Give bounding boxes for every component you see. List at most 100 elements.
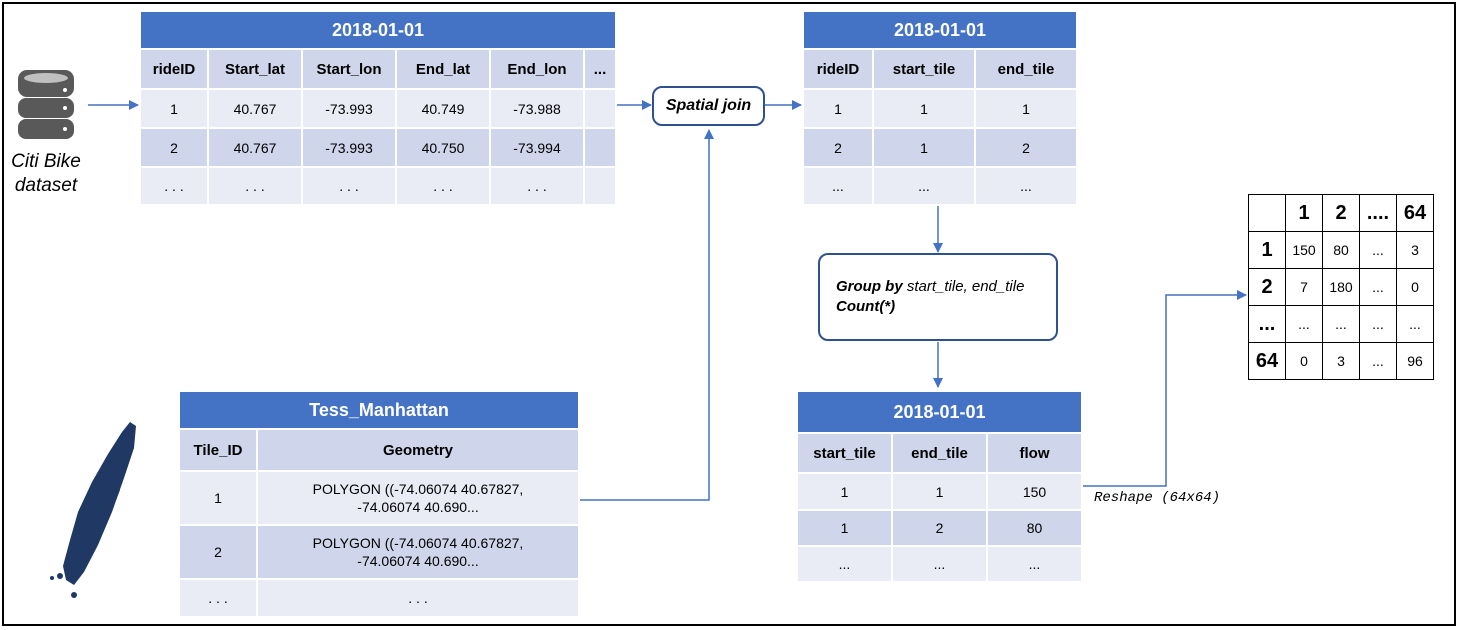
table-cell: 40.750 xyxy=(395,127,491,168)
matrix-col-header: .... xyxy=(1359,194,1397,232)
arrow-flows-to-matrix xyxy=(1081,290,1247,487)
od-matrix: 1 2 .... 64 1 150 80 ... 3 2 7 180 ... 0… xyxy=(1248,194,1434,380)
matrix-cell: 180 xyxy=(1322,268,1360,306)
table-cell: . . . xyxy=(178,578,258,618)
tess-table: Tess_Manhattan Tile_ID Geometry 1 POLYGO… xyxy=(177,390,581,618)
table-row: 1 2 80 xyxy=(796,509,1083,547)
tiles-col-end-tile: end_tile xyxy=(974,48,1078,90)
dataset-label-line2: dataset xyxy=(14,175,78,196)
table-cell: 2 xyxy=(802,127,874,168)
tiles-table: 2018-01-01 rideID start_tile end_tile 1 … xyxy=(802,10,1078,206)
matrix-cell: ... xyxy=(1359,231,1397,269)
table-cell: 1 xyxy=(178,470,258,526)
matrix-cell: ... xyxy=(1359,268,1397,306)
table-row: 2 40.767 -73.993 40.750 -73.994 xyxy=(139,127,618,168)
matrix-cell: 3 xyxy=(1396,231,1434,269)
table-cell: . . . xyxy=(255,578,581,618)
rides-table: 2018-01-01 rideID Start_lat Start_lon En… xyxy=(138,10,618,206)
table-cell: -73.993 xyxy=(301,88,397,129)
table-cell: -73.994 xyxy=(489,127,585,168)
tiles-table-title: 2018-01-01 xyxy=(802,10,1078,50)
table-row: 1 POLYGON ((-74.06074 40.67827, -74.0607… xyxy=(178,470,581,526)
table-cell: 2 xyxy=(139,127,209,168)
matrix-row: ... ... ... ... ... xyxy=(1248,305,1434,343)
matrix-cell: 96 xyxy=(1396,342,1434,380)
rides-col-more: ... xyxy=(582,48,618,90)
table-cell: . . . xyxy=(489,166,585,206)
table-row: 2 1 2 xyxy=(802,127,1078,168)
reshape-label: Reshape (64x64) xyxy=(1094,490,1221,506)
matrix-cell: 0 xyxy=(1396,268,1434,306)
dataset-label: Citi Bike dataset xyxy=(6,150,86,198)
matrix-row: 2 7 180 ... 0 xyxy=(1248,268,1434,306)
table-cell: 1 xyxy=(872,88,976,129)
table-cell: ... xyxy=(891,545,988,583)
matrix-row-header: ... xyxy=(1248,305,1286,343)
table-cell: 40.749 xyxy=(395,88,491,129)
table-cell: 40.767 xyxy=(207,127,303,168)
table-cell: POLYGON ((-74.06074 40.67827, -74.06074 … xyxy=(255,524,581,580)
matrix-corner xyxy=(1248,194,1286,232)
table-cell: 1 xyxy=(802,88,874,129)
rides-table-title: 2018-01-01 xyxy=(138,10,618,50)
matrix-cell: ... xyxy=(1396,305,1434,343)
table-cell: POLYGON ((-74.06074 40.67827, -74.06074 … xyxy=(255,470,581,526)
matrix-row-header: 64 xyxy=(1248,342,1286,380)
rides-col-end-lat: End_lat xyxy=(395,48,491,90)
table-row: 1 40.767 -73.993 40.749 -73.988 xyxy=(139,88,618,129)
table-cell: 80 xyxy=(986,509,1083,547)
flows-col-end-tile: end_tile xyxy=(891,432,988,474)
table-cell: 2 xyxy=(974,127,1078,168)
rides-col-end-lon: End_lon xyxy=(489,48,585,90)
matrix-col-header: 2 xyxy=(1322,194,1360,232)
rides-col-rideid: rideID xyxy=(139,48,209,90)
table-cell: 1 xyxy=(872,127,976,168)
groupby-fields: start_tile, end_tile xyxy=(906,278,1025,295)
rides-col-start-lat: Start_lat xyxy=(207,48,303,90)
table-cell xyxy=(582,166,618,206)
groupby-keyword: Group by xyxy=(836,278,903,295)
table-cell: 1 xyxy=(139,88,209,129)
matrix-col-header: 64 xyxy=(1396,194,1434,232)
groupby-count: Count(*) xyxy=(836,298,896,315)
groupby-line: Group by start_tile, end_tile xyxy=(836,277,1056,297)
matrix-cell: ... xyxy=(1322,305,1360,343)
table-cell: . . . xyxy=(139,166,209,206)
table-cell: 1 xyxy=(796,509,893,547)
table-cell: . . . xyxy=(301,166,397,206)
table-cell: ... xyxy=(974,166,1078,206)
table-cell: 2 xyxy=(891,509,988,547)
matrix-row-header: 1 xyxy=(1248,231,1286,269)
flows-table-title: 2018-01-01 xyxy=(796,390,1083,434)
table-cell: -73.993 xyxy=(301,127,397,168)
table-cell: 40.767 xyxy=(207,88,303,129)
tiles-col-start-tile: start_tile xyxy=(872,48,976,90)
table-cell: 2 xyxy=(178,524,258,580)
matrix-col-header: 1 xyxy=(1285,194,1323,232)
table-cell xyxy=(582,127,618,168)
table-row: . . . . . . . . . . . . . . . xyxy=(139,166,618,206)
spatial-join-step: Spatial join xyxy=(652,86,765,126)
matrix-cell: ... xyxy=(1359,342,1397,380)
flows-col-start-tile: start_tile xyxy=(796,432,893,474)
matrix-cell: 80 xyxy=(1322,231,1360,269)
flows-table: 2018-01-01 start_tile end_tile flow 1 1 … xyxy=(796,390,1083,583)
tess-col-geometry: Geometry xyxy=(255,428,581,472)
table-row: ... ... ... xyxy=(796,545,1083,583)
matrix-row: 64 0 3 ... 96 xyxy=(1248,342,1434,380)
table-row: ... ... ... xyxy=(802,166,1078,206)
table-row: 2 POLYGON ((-74.06074 40.67827, -74.0607… xyxy=(178,524,581,580)
matrix-header-row: 1 2 .... 64 xyxy=(1248,194,1434,232)
table-cell: ... xyxy=(796,545,893,583)
table-cell: ... xyxy=(872,166,976,206)
matrix-cell: 150 xyxy=(1285,231,1323,269)
arrow-tess-to-join xyxy=(578,129,714,501)
table-row: 1 1 1 xyxy=(802,88,1078,129)
table-cell: 1 xyxy=(974,88,1078,129)
matrix-row-header: 2 xyxy=(1248,268,1286,306)
tiles-col-rideid: rideID xyxy=(802,48,874,90)
